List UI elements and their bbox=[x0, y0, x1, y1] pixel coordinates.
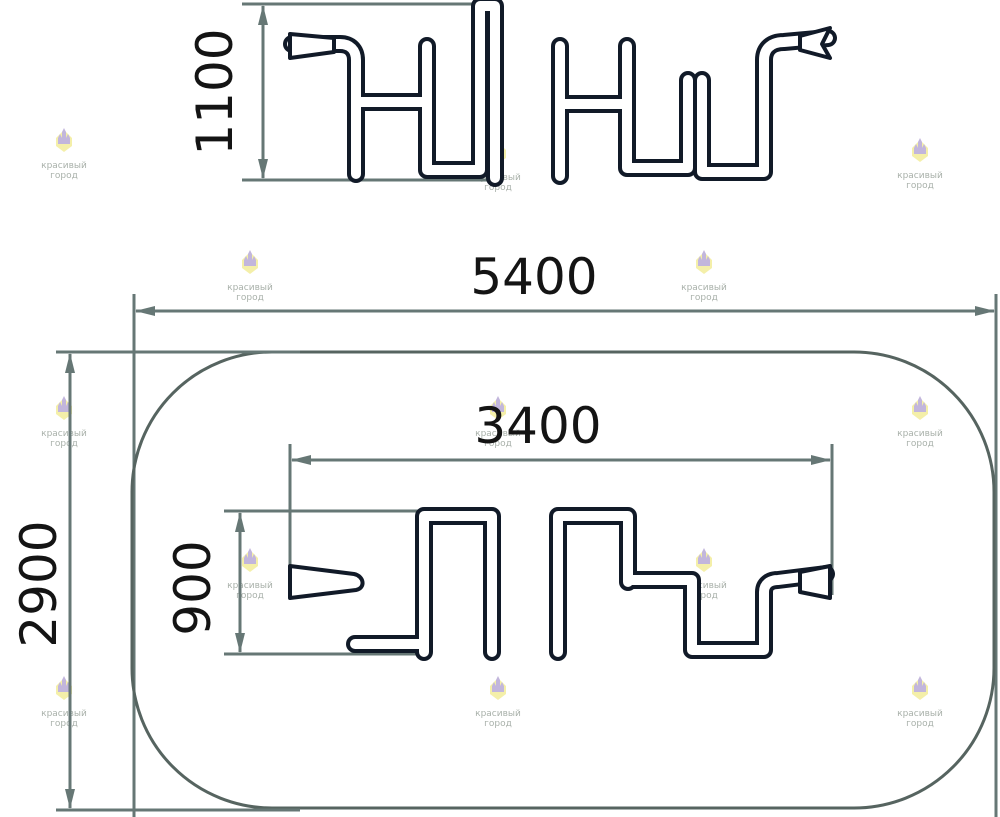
watermark-line1: красивый bbox=[681, 581, 727, 591]
plan-left-element bbox=[288, 507, 501, 661]
watermark-line2: город bbox=[906, 181, 934, 191]
watermark-line1: красивый bbox=[475, 709, 521, 719]
elevation-right-element bbox=[551, 26, 837, 185]
castle-logo-icon bbox=[696, 548, 712, 572]
equipment-length-label: 3400 bbox=[474, 397, 601, 455]
castle-logo-icon bbox=[696, 250, 712, 274]
zone-width-label: 2900 bbox=[10, 520, 68, 647]
watermark-line1: красивый bbox=[681, 283, 727, 293]
watermark-line2: город bbox=[236, 293, 264, 303]
watermark-line1: красивый bbox=[41, 709, 87, 719]
watermark-line2: город bbox=[50, 719, 78, 729]
watermark-line1: красивый bbox=[475, 429, 521, 439]
watermark-line2: город bbox=[906, 439, 934, 449]
equipment-width-label: 900 bbox=[164, 540, 222, 635]
watermark-line2: город bbox=[906, 719, 934, 729]
watermark: красивый город bbox=[41, 128, 87, 181]
watermark: красивый город bbox=[41, 676, 87, 729]
plan-view: 5400 2900 3400 900 bbox=[10, 248, 998, 817]
watermark: красивый город bbox=[681, 548, 727, 601]
elevation-view: 1100 bbox=[186, 0, 837, 187]
watermark: красивый город bbox=[897, 676, 943, 729]
safety-zone-outline bbox=[130, 350, 996, 810]
watermark-line2: город bbox=[50, 439, 78, 449]
watermark: красивый город bbox=[41, 396, 87, 449]
watermark-line2: город bbox=[690, 293, 718, 303]
castle-logo-icon bbox=[912, 396, 928, 420]
castle-logo-icon bbox=[242, 250, 258, 274]
watermark: красивый город bbox=[475, 396, 521, 449]
watermark: красивый город bbox=[475, 676, 521, 729]
watermark-line1: красивый bbox=[41, 429, 87, 439]
height-dimension-label: 1100 bbox=[186, 28, 244, 155]
watermark: красивый город bbox=[681, 250, 727, 303]
watermark-line2: город bbox=[236, 591, 264, 601]
watermark: красивый город bbox=[227, 250, 273, 303]
watermark-line2: город bbox=[50, 171, 78, 181]
castle-logo-icon bbox=[912, 138, 928, 162]
castle-logo-icon bbox=[912, 676, 928, 700]
overall-length-label: 5400 bbox=[470, 248, 597, 306]
castle-logo-icon bbox=[490, 676, 506, 700]
watermark-line2: город bbox=[690, 591, 718, 601]
watermark-line1: красивый bbox=[897, 171, 943, 181]
castle-logo-icon bbox=[56, 128, 72, 152]
plan-right-element bbox=[549, 507, 835, 661]
watermark-line1: красивый bbox=[227, 581, 273, 591]
watermark-line1: красивый bbox=[897, 709, 943, 719]
watermark: красивый город bbox=[227, 548, 273, 601]
watermark: красивый город bbox=[897, 138, 943, 191]
watermark-line1: красивый bbox=[41, 161, 87, 171]
watermark-line2: город bbox=[484, 439, 512, 449]
watermark-line2: город bbox=[484, 183, 512, 193]
elevation-left-element bbox=[283, 0, 504, 187]
watermark-line2: город bbox=[484, 719, 512, 729]
watermark: красивый город bbox=[897, 396, 943, 449]
watermark-line1: красивый bbox=[897, 429, 943, 439]
watermark-line1: красивый bbox=[227, 283, 273, 293]
castle-logo-icon bbox=[242, 548, 258, 572]
